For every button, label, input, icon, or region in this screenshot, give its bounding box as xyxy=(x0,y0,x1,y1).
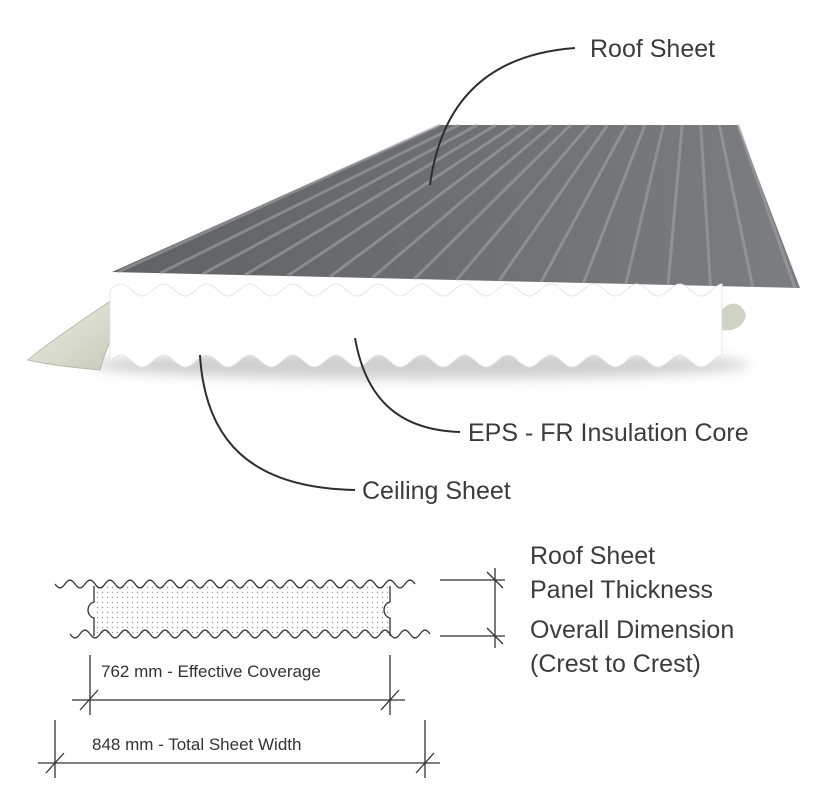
roof-ridge-line xyxy=(582,124,647,284)
insulation-core-label: EPS - FR Insulation Core xyxy=(468,419,749,447)
roof-ridge-line xyxy=(244,123,497,277)
legend-crest-to-crest: (Crest to Crest) xyxy=(530,650,701,678)
legend-roof-sheet: Roof Sheet xyxy=(530,542,655,570)
section-roof-profile xyxy=(54,579,416,589)
roof-sheet-label: Roof Sheet xyxy=(590,35,715,63)
roof-ridge-line xyxy=(328,123,534,279)
roof-ridge-line xyxy=(717,124,755,288)
roof-ridge-line xyxy=(159,123,460,275)
legend-panel-thickness: Panel Thickness xyxy=(530,576,713,604)
roof-ridge-line xyxy=(624,124,665,285)
width-label: 848 mm - Total Sheet Width xyxy=(92,735,301,754)
roof-ridge-line xyxy=(455,124,591,281)
thickness-tick-bottom xyxy=(486,627,504,645)
roof-ridge-line xyxy=(736,124,797,289)
thickness-tick-top xyxy=(486,571,504,589)
roof-ridge-line xyxy=(370,123,553,280)
coverage-tick-right xyxy=(380,689,400,711)
roof-ridge-line xyxy=(413,123,572,281)
roof-ridge-line xyxy=(497,124,609,282)
roof-ridge-line xyxy=(286,123,516,278)
width-tick-left xyxy=(45,752,65,774)
roof-ridge-line xyxy=(201,123,479,276)
roof-sheet-leader xyxy=(429,47,576,186)
section-core-fill xyxy=(94,586,390,634)
section-right-edge xyxy=(383,586,391,636)
coverage-label: 762 mm - Effective Coverage xyxy=(101,662,321,681)
ceiling-sheet-label: Ceiling Sheet xyxy=(362,477,511,505)
roof-sheet-ridges xyxy=(117,123,797,289)
section-left-edge xyxy=(87,586,95,636)
ceiling-sheet-leader xyxy=(199,354,356,491)
roof-ridge-line xyxy=(666,124,684,286)
coverage-tick-left xyxy=(79,689,99,711)
roof-ridge-line xyxy=(699,124,712,287)
right-flashing xyxy=(722,303,746,331)
roof-ridge-line xyxy=(117,123,441,274)
roof-ridge-line xyxy=(539,124,628,283)
section-ceiling-profile xyxy=(69,629,431,639)
insulation-core-leader xyxy=(354,337,461,433)
legend-overall-dimension: Overall Dimension xyxy=(530,616,734,644)
insulation-core xyxy=(109,283,723,368)
width-tick-right xyxy=(415,752,435,774)
